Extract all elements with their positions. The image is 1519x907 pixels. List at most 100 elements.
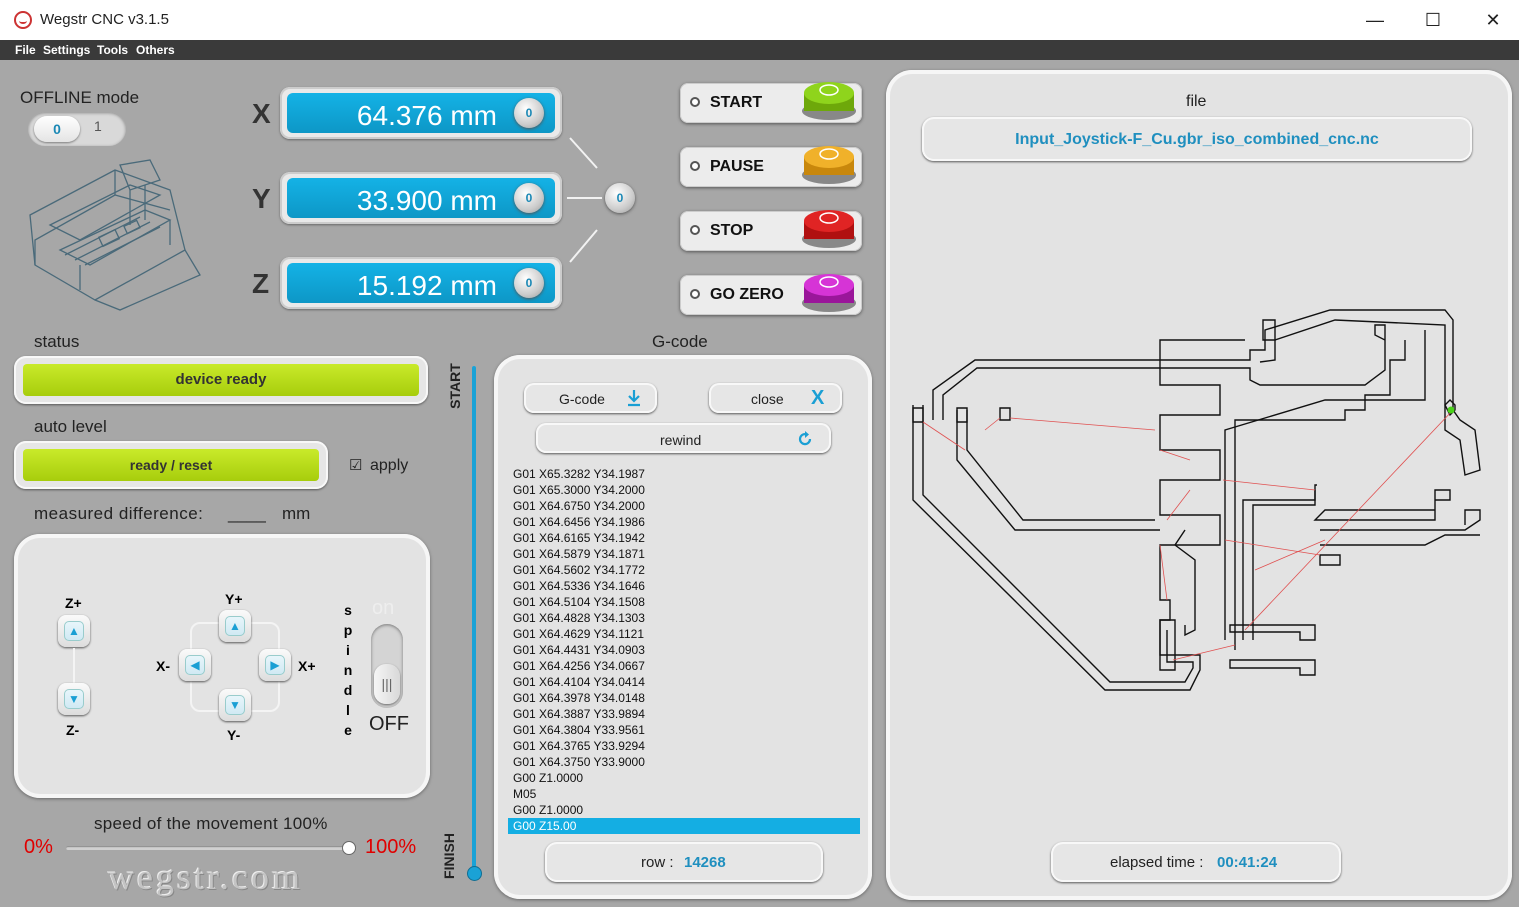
progress-thumb: [467, 866, 482, 881]
rewind-button[interactable]: rewind: [536, 423, 831, 453]
gcode-line[interactable]: G01 X64.3750 Y33.9000: [513, 755, 645, 769]
auto-level-label: auto level: [34, 417, 107, 436]
go-zero-label: GO ZERO: [710, 286, 784, 303]
gcode-line[interactable]: G01 X65.3282 Y34.1987: [513, 467, 645, 481]
row-value: 14268: [684, 854, 726, 871]
gcode-line[interactable]: G01 X65.3000 Y34.2000: [513, 483, 645, 497]
y-plus-button[interactable]: ▲: [219, 610, 251, 642]
spindle-letter: s: [344, 602, 352, 618]
row-label: row :: [641, 854, 674, 871]
gcode-line[interactable]: G01 X64.6456 Y34.1986: [513, 515, 645, 529]
speed-label: speed of the movement 100%: [94, 814, 328, 833]
menu-others[interactable]: Others: [136, 43, 175, 57]
x-axis-label: X: [252, 98, 271, 129]
gcode-line[interactable]: G01 X64.4104 Y34.0414: [513, 675, 645, 689]
gcode-line[interactable]: G00 Z1.0000: [513, 803, 584, 817]
x-plus-button[interactable]: ▶: [259, 649, 291, 681]
arrow-right-icon: ▶: [265, 655, 285, 675]
start-button[interactable]: START: [680, 82, 862, 123]
spindle-toggle-knob: |||: [374, 664, 400, 704]
menu-settings[interactable]: Settings: [43, 43, 91, 57]
gcode-line-selected[interactable]: G00 Z15.00: [508, 818, 860, 834]
pause-button[interactable]: PAUSE: [680, 146, 862, 187]
elapsed-time-box: elapsed time : 00:41:24: [1051, 842, 1341, 882]
progress-start-label: START: [446, 363, 463, 409]
y-axis-label: Y: [252, 183, 271, 214]
file-name-box: Input_Joystick-F_Cu.gbr_iso_combined_cnc…: [922, 117, 1472, 161]
speed-slider-thumb[interactable]: [342, 841, 356, 855]
gcode-line[interactable]: G01 X64.3765 Y33.9294: [513, 739, 645, 753]
apply-checkbox[interactable]: ☑: [349, 457, 363, 474]
arrow-up-icon: ▲: [225, 616, 245, 636]
x-plus-label: X+: [298, 658, 316, 674]
progress-start-area: START: [436, 362, 472, 412]
all-axes-zero-button[interactable]: 0: [605, 183, 635, 213]
x-minus-button[interactable]: ◀: [179, 649, 211, 681]
gcode-line[interactable]: G01 X64.3978 Y34.0148: [513, 691, 645, 705]
magenta-home-icon: [802, 274, 856, 312]
toolpath-preview: [912, 309, 1481, 691]
speed-slider[interactable]: [66, 841, 356, 855]
gcode-line[interactable]: G01 X64.6165 Y34.1942: [513, 531, 645, 545]
close-window-button[interactable]: ✕: [1485, 10, 1501, 30]
offline-mode-toggle[interactable]: 0 1: [28, 112, 126, 146]
spindle-off-label: OFF: [369, 713, 409, 735]
gcode-line[interactable]: G01 X64.5104 Y34.1508: [513, 595, 645, 609]
menu-tools[interactable]: Tools: [97, 43, 129, 57]
toggle-off-knob: 0: [34, 116, 80, 142]
gcode-line[interactable]: G01 X64.3887 Y33.9894: [513, 707, 645, 721]
spindle-label: s p i n d l e: [342, 600, 354, 740]
z-coordinate-value: 15.192 mm: [356, 270, 497, 301]
go-zero-button[interactable]: GO ZERO: [680, 274, 862, 315]
gcode-line[interactable]: G01 X64.4828 Y34.1303: [513, 611, 645, 625]
gcode-line[interactable]: G01 X64.3804 Y33.9561: [513, 723, 645, 737]
progress-fill: [472, 366, 476, 872]
stop-button[interactable]: STOP: [680, 210, 862, 251]
gcode-line[interactable]: G01 X64.4256 Y34.0667: [513, 659, 645, 673]
x-coordinate-display: 64.376 mm 0: [280, 87, 562, 139]
gcode-line[interactable]: G01 X64.5336 Y34.1646: [513, 579, 645, 593]
measured-difference-label: measured difference:: [34, 504, 204, 523]
y-coordinate-value: 33.900 mm: [356, 185, 497, 216]
y-zero-button[interactable]: 0: [514, 183, 544, 213]
spindle-on-label: on: [372, 597, 395, 619]
z-minus-button[interactable]: ▼: [58, 683, 90, 715]
gcode-line[interactable]: G01 X64.4431 Y34.0903: [513, 643, 645, 657]
gcode-line[interactable]: G01 X64.6750 Y34.2000: [513, 499, 645, 513]
minimize-button[interactable]: —: [1366, 10, 1384, 30]
y-minus-button[interactable]: ▼: [219, 689, 251, 721]
rewind-icon: [798, 431, 812, 446]
progress-track: [472, 366, 476, 872]
ready-reset-button[interactable]: ready / reset: [23, 449, 319, 481]
gcode-line[interactable]: G01 X64.5602 Y34.1772: [513, 563, 645, 577]
radio-indicator: [690, 97, 700, 107]
spindle-toggle[interactable]: |||: [371, 624, 403, 708]
arrow-down-icon: ▼: [64, 689, 84, 709]
spindle-letter: d: [343, 682, 353, 698]
z-plus-button[interactable]: ▲: [58, 615, 90, 647]
brand-watermark: wegstr.com: [108, 857, 303, 897]
app-logo-icon: [14, 11, 32, 29]
gcode-line[interactable]: G01 X64.5879 Y34.1871: [513, 547, 645, 561]
x-zero-button[interactable]: 0: [514, 98, 544, 128]
arrow-up-icon: ▲: [64, 621, 84, 641]
rewind-label: rewind: [660, 432, 702, 448]
maximize-button[interactable]: ☐: [1424, 10, 1442, 30]
offline-mode-label: OFFLINE mode: [20, 88, 140, 107]
elapsed-time-label: elapsed time :: [1110, 854, 1204, 871]
close-icon: X: [811, 387, 825, 409]
spindle-letter: p: [343, 622, 353, 638]
gcode-line[interactable]: M05: [513, 787, 537, 801]
load-gcode-label: G-code: [559, 391, 605, 407]
load-gcode-button[interactable]: G-code: [524, 383, 657, 413]
close-gcode-button[interactable]: close X: [709, 383, 842, 413]
menu-file[interactable]: File: [15, 43, 36, 57]
file-name: Input_Joystick-F_Cu.gbr_iso_combined_cnc…: [1015, 131, 1379, 148]
radio-indicator: [690, 289, 700, 299]
gcode-line[interactable]: G01 X64.4629 Y34.1121: [513, 627, 645, 641]
z-zero-button[interactable]: 0: [514, 268, 544, 298]
spindle-letter: l: [346, 702, 350, 718]
speed-min-label: 0%: [24, 836, 53, 858]
gcode-line[interactable]: G00 Z1.0000: [513, 771, 584, 785]
